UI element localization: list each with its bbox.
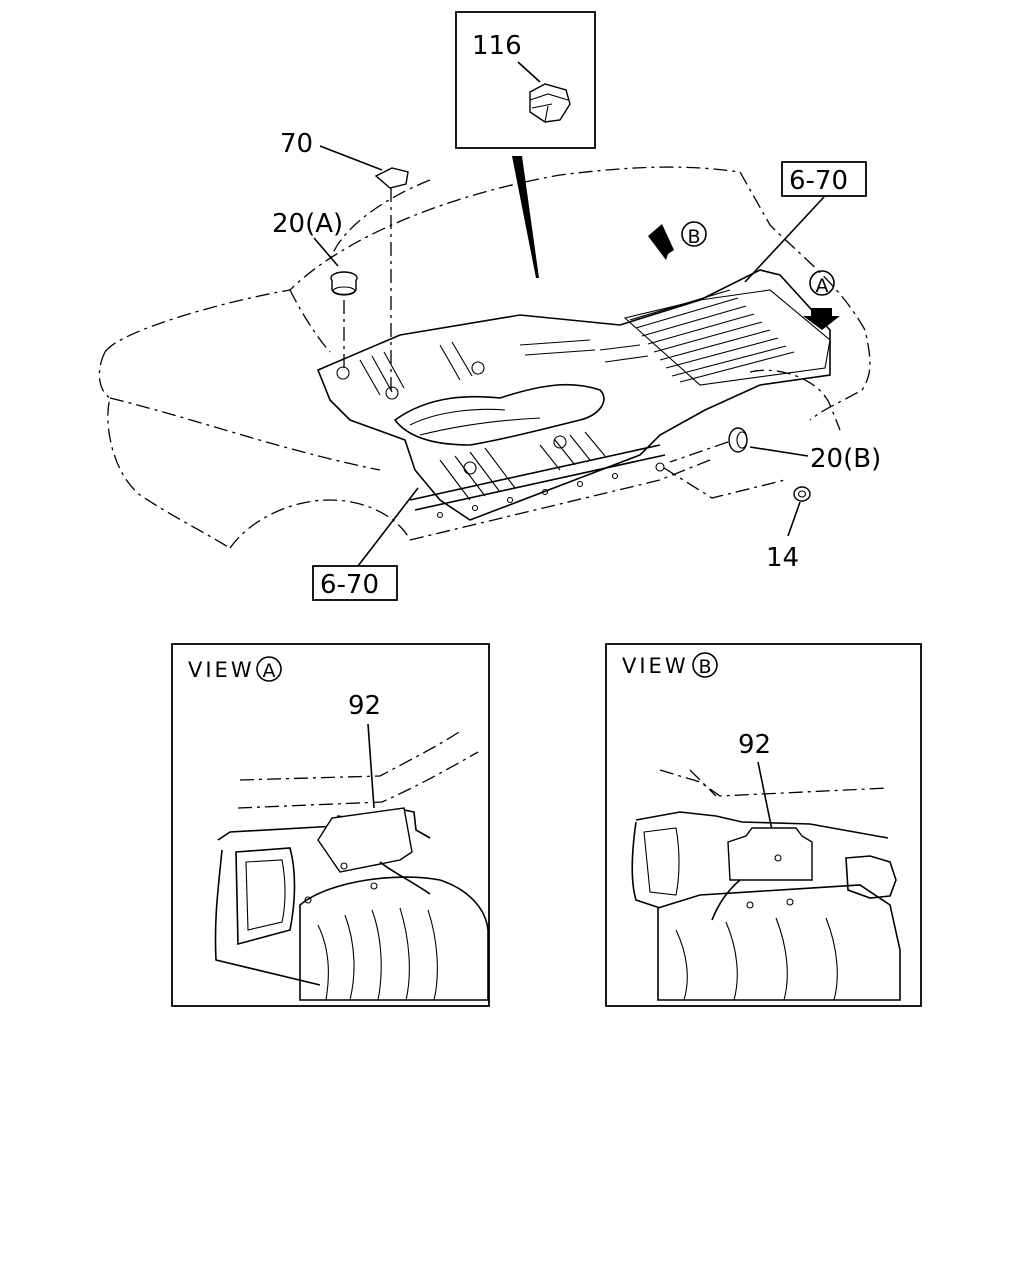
callout-70: 70 — [280, 129, 313, 159]
plug-a-part — [330, 271, 358, 296]
rear-floor-ribs — [623, 289, 831, 386]
view-a-part-92: 92 — [348, 691, 381, 721]
callout-14: 14 — [766, 543, 799, 573]
clip-detail-box — [455, 11, 596, 149]
leader-ref-bottom — [357, 487, 419, 567]
leader-14 — [787, 501, 801, 537]
view-b-letter: B — [698, 656, 711, 678]
leader-70 — [319, 145, 383, 171]
nut-guide-line — [663, 467, 786, 499]
view-b-leader-92 — [757, 761, 773, 831]
plate-part — [374, 167, 409, 189]
ref-6-70-bottom: 6-70 — [320, 570, 379, 600]
leader-116 — [517, 61, 541, 83]
view-a-arrow: A — [803, 270, 840, 330]
clip-pointer — [512, 156, 539, 278]
plug-b-part — [728, 427, 748, 453]
plug-b-guide-line — [669, 441, 729, 463]
svg-text:A: A — [816, 275, 829, 297]
callout-116: 116 — [472, 31, 522, 61]
ref-6-70-top: 6-70 — [789, 166, 848, 196]
leader-ref-top — [744, 196, 825, 283]
ref-box-top — [781, 161, 867, 197]
callout-20a: 20(A) — [272, 209, 343, 239]
leader-20b — [749, 446, 809, 457]
view-b-part-92: 92 — [738, 730, 771, 760]
view-a-caption: VIEW — [188, 658, 255, 682]
front-floor-ribs — [359, 339, 649, 501]
car-body-outline — [98, 166, 871, 549]
svg-text:B: B — [687, 226, 700, 248]
clip-part — [529, 83, 571, 123]
leader-20a — [313, 237, 339, 267]
callout-20b: 20(B) — [810, 444, 881, 474]
view-a-leader-92 — [367, 723, 375, 809]
view-b-panel: VIEW B 92 — [605, 643, 922, 1007]
ref-box-bottom — [312, 565, 398, 601]
view-b-arrow: B — [648, 221, 707, 260]
nut-part — [793, 486, 811, 502]
view-a-panel: VIEW A 92 — [171, 643, 490, 1007]
floor-pan — [316, 269, 831, 521]
view-b-caption: VIEW — [622, 654, 689, 678]
view-a-letter: A — [263, 660, 276, 682]
